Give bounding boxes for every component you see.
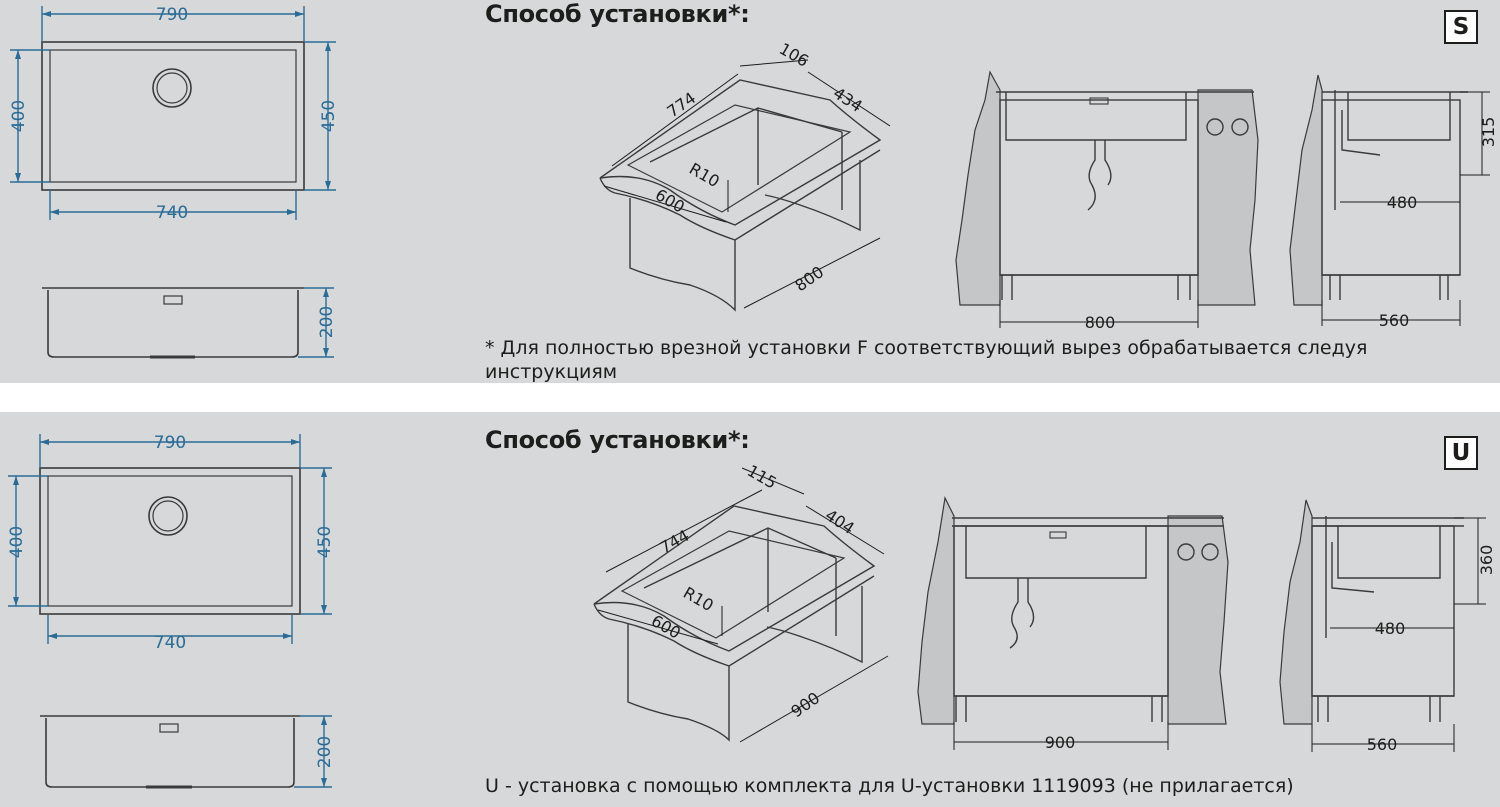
sink-top-outline (39, 467, 301, 615)
side-profile-view: 560 480 315 (1289, 74, 1498, 330)
installation-type-badge: U (1444, 436, 1478, 470)
dim-outer-width: 790 (156, 5, 188, 25)
sink-top-bowl (47, 475, 293, 607)
installation-panel-s: 790 740 400 450 200 106 774 434 R10 600 … (0, 0, 1500, 383)
iso-length: 744 (657, 526, 693, 558)
dim-inner-width: 740 (156, 203, 188, 223)
iso-cabinet: 800 (791, 262, 827, 295)
side-profile-view: 560 480 360 (1279, 499, 1496, 754)
drain-hole (148, 496, 188, 536)
dim-outer-height: 450 (315, 526, 335, 558)
iso-length: 774 (663, 88, 699, 121)
drawings-s: 790 740 400 450 200 106 774 434 R10 600 … (9, 5, 1498, 359)
sink-side-profile (42, 287, 304, 358)
iso-radius: R10 (686, 159, 723, 191)
drain-hole (152, 68, 192, 108)
dim-outer-height: 450 (319, 100, 339, 132)
side-cabinet-depth: 560 (1367, 735, 1398, 754)
installation-title: Способ установки*: (485, 0, 750, 28)
side-drain-distance: 480 (1375, 619, 1406, 638)
sink-top-outline (41, 41, 305, 191)
iso-lip: 115 (744, 461, 780, 493)
installation-note: U - установка с помощью комплекта для U-… (485, 775, 1294, 797)
dim-inner-height: 400 (7, 526, 27, 558)
installation-title: Способ установки*: (485, 426, 750, 454)
sink-top-bowl (49, 49, 297, 183)
dim-depth: 200 (315, 736, 335, 768)
iso-cabinet: 900 (787, 688, 823, 721)
sink-side-profile (40, 715, 300, 788)
front-view: 800 (955, 70, 1259, 332)
side-cabinet-depth: 560 (1379, 311, 1410, 330)
iso-depth-cut: 434 (830, 83, 866, 116)
installation-panel-u: 790 740 400 450 200 115 744 404 R10 600 … (0, 412, 1500, 807)
iso-width: 600 (652, 185, 688, 217)
side-height: 360 (1477, 545, 1496, 576)
side-height: 315 (1479, 117, 1498, 148)
drawings-u: 790 740 400 450 200 115 744 404 R10 600 … (7, 433, 1496, 789)
iso-lip: 106 (776, 39, 812, 71)
iso-depth-cut: 404 (822, 505, 858, 538)
dim-inner-height: 400 (9, 100, 29, 132)
side-drain-distance: 480 (1387, 193, 1418, 212)
dim-outer-width: 790 (154, 433, 186, 453)
front-cabinet-width: 800 (1085, 313, 1116, 332)
front-cabinet-width: 900 (1045, 733, 1076, 752)
iso-drawing (593, 505, 876, 742)
iso-radius: R10 (680, 583, 717, 615)
iso-width: 600 (648, 611, 684, 643)
dim-inner-width: 740 (154, 633, 186, 653)
installation-note: * Для полностью врезной установки F соот… (485, 337, 1368, 383)
front-view: 900 (917, 496, 1229, 752)
dim-depth: 200 (317, 306, 337, 338)
installation-type-badge: S (1444, 10, 1478, 44)
iso-drawing (599, 79, 882, 312)
